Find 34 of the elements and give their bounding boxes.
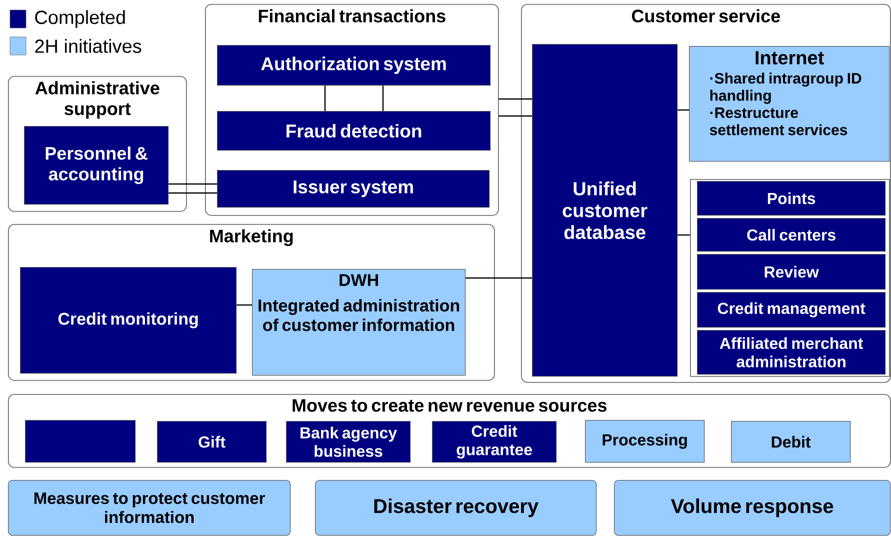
process-box: Internet ·Shared intragroup ID handling ·Restructure settlement services — [689, 46, 890, 162]
process-box: Review — [697, 254, 886, 290]
process-box: Bank agency business — [286, 421, 411, 463]
process-box: Credit management — [697, 292, 886, 328]
connector-line — [678, 109, 689, 111]
process-box: Fraud detection — [217, 111, 491, 151]
connector-line — [678, 234, 690, 236]
process-box: Unified customer database — [532, 44, 678, 377]
process-box — [25, 420, 136, 463]
process-box: Issuer system — [217, 170, 490, 208]
process-box: Points — [697, 181, 886, 216]
connector-line — [168, 183, 217, 185]
process-box: Measures to protect customer information — [8, 480, 291, 536]
process-box: Credit monitoring — [20, 267, 237, 374]
connector-line — [324, 86, 326, 111]
process-box: Authorization system — [217, 45, 491, 86]
process-box: DWH Integrated administration of customer information — [252, 269, 466, 376]
connector-line — [382, 86, 384, 111]
process-box: Call centers — [697, 218, 886, 252]
process-box: Gift — [157, 421, 267, 463]
connector-line — [168, 192, 217, 194]
connector-line — [498, 115, 532, 117]
process-box: Disaster recovery — [315, 480, 597, 536]
connector-line — [466, 277, 532, 279]
legend-label: Completed — [35, 10, 125, 28]
process-box: Personnel & accounting — [24, 126, 169, 205]
process-box: Volume response — [614, 480, 891, 536]
process-box: Processing — [585, 420, 705, 463]
legend-label: 2H initiatives — [35, 39, 142, 53]
process-box: Affiliated merchant administration — [697, 330, 886, 375]
connector-line — [236, 304, 252, 306]
connector-line — [498, 98, 532, 100]
process-box: Debit — [731, 421, 851, 463]
process-box: Credit guarantee — [432, 421, 557, 463]
